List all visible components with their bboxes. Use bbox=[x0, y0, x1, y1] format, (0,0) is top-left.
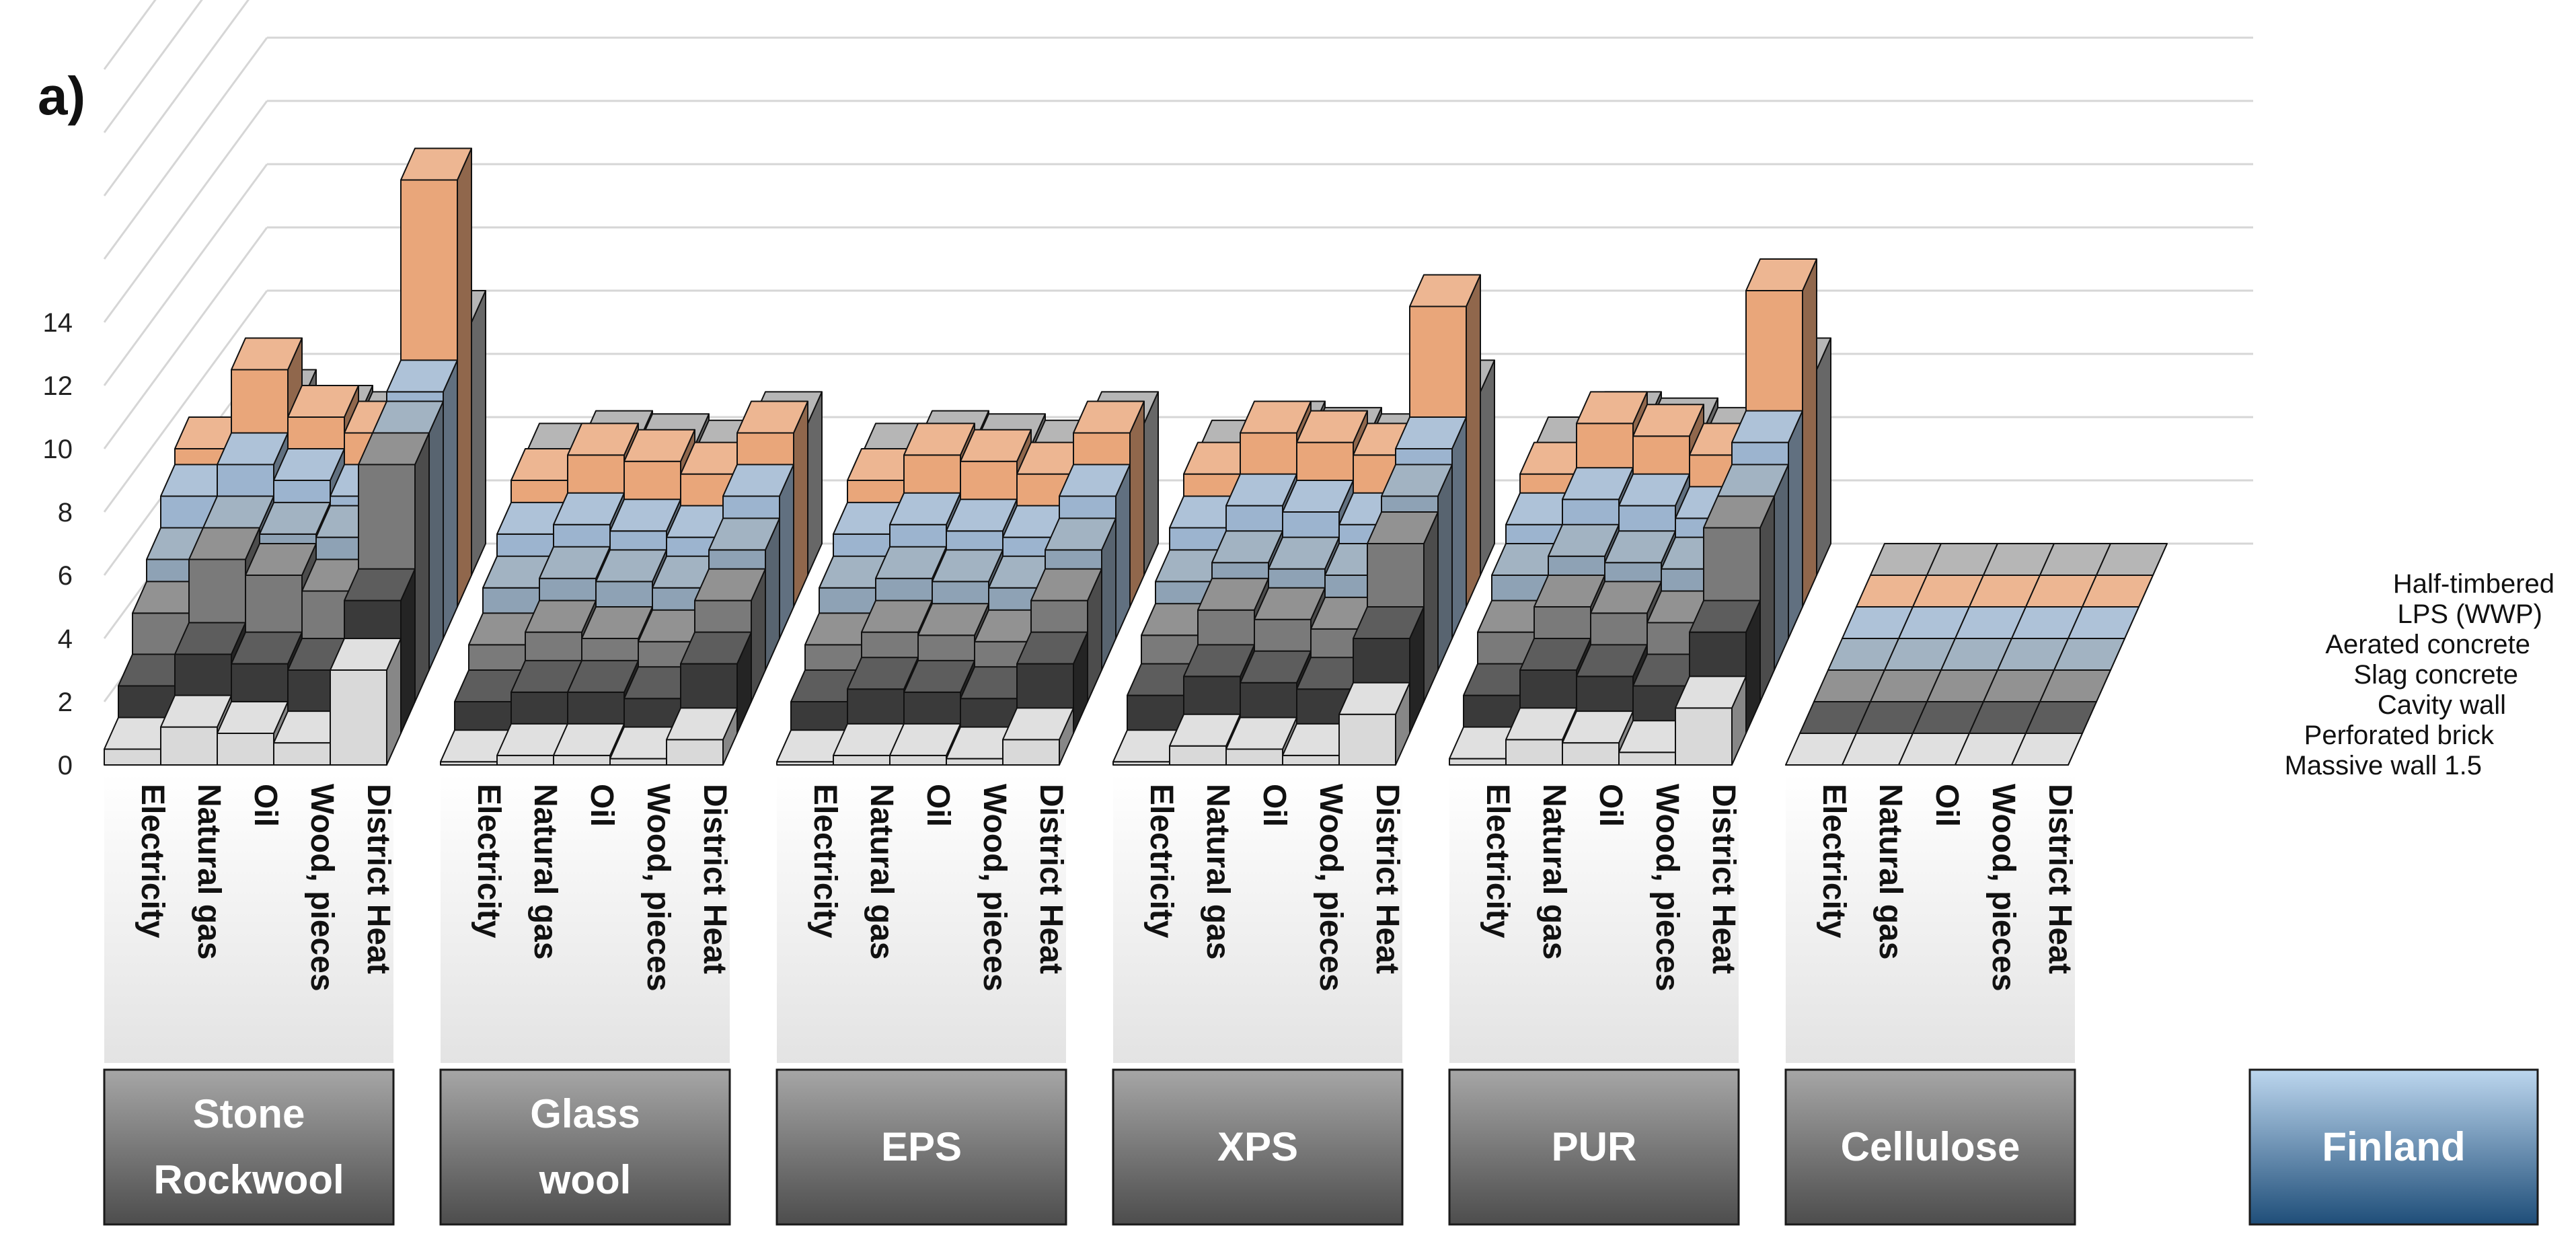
heating-label: District Heat bbox=[361, 784, 396, 974]
y-tick-label: 6 bbox=[58, 561, 73, 591]
insulation-label: Cellulose bbox=[1841, 1124, 2020, 1169]
heating-label-backdrop bbox=[104, 774, 393, 1063]
heating-label: Oil bbox=[1929, 784, 1965, 827]
gridline-left bbox=[103, 0, 250, 196]
heating-label: District Heat bbox=[2042, 784, 2078, 974]
wall-type-label: Cavity wall bbox=[2378, 690, 2506, 720]
bar bbox=[1675, 675, 1747, 766]
heating-label: Electricity bbox=[1480, 784, 1515, 939]
heating-label-backdrop bbox=[1113, 774, 1402, 1063]
gridline-left bbox=[103, 0, 203, 133]
heating-label-backdrop bbox=[777, 774, 1066, 1063]
y-tick-label: 14 bbox=[43, 308, 73, 338]
heating-label: Wood, pieces bbox=[1985, 784, 2021, 992]
y-tick-label: 0 bbox=[58, 751, 73, 780]
wall-type-label: LPS (WWP) bbox=[2397, 599, 2542, 629]
heating-label: Natural gas bbox=[1872, 784, 1908, 959]
insulation-box: XPS bbox=[1112, 1068, 1404, 1226]
heating-label-backdrop bbox=[441, 774, 730, 1063]
heating-label: Electricity bbox=[807, 784, 843, 939]
heating-label: Natural gas bbox=[864, 784, 899, 959]
bar bbox=[1505, 707, 1577, 766]
heating-label-backdrop bbox=[1449, 774, 1739, 1063]
heating-label: Wood, pieces bbox=[1649, 784, 1685, 992]
heating-label: Wood, pieces bbox=[304, 784, 340, 992]
y-tick-label: 2 bbox=[58, 688, 73, 717]
panel-label: a) bbox=[38, 66, 85, 126]
bar bbox=[553, 723, 625, 766]
heating-label: District Heat bbox=[697, 784, 732, 974]
insulation-box: PUR bbox=[1448, 1068, 1740, 1226]
heating-label: Oil bbox=[1593, 784, 1628, 827]
heating-label: Electricity bbox=[1816, 784, 1852, 939]
bar-plot-area bbox=[104, 147, 2168, 766]
insulation-label: Glass bbox=[530, 1091, 640, 1136]
gridline-left bbox=[103, 0, 157, 70]
insulation-label: Stone bbox=[193, 1091, 305, 1136]
heating-label: Electricity bbox=[471, 784, 506, 939]
heating-label: Natural gas bbox=[1200, 784, 1236, 959]
bar bbox=[2011, 733, 2083, 766]
wall-type-label: Aerated concrete bbox=[2325, 630, 2530, 659]
heating-label: Oil bbox=[248, 784, 283, 827]
insulation-label: Rockwool bbox=[153, 1157, 344, 1202]
gridline-left bbox=[103, 100, 268, 323]
gridline-left bbox=[103, 163, 268, 386]
country-label: Finland bbox=[2322, 1124, 2465, 1169]
insulation-label: EPS bbox=[881, 1124, 962, 1169]
bar bbox=[1002, 707, 1074, 766]
heating-label: District Heat bbox=[1369, 784, 1405, 974]
heating-label: Wood, pieces bbox=[640, 784, 676, 992]
insulation-label: XPS bbox=[1217, 1124, 1298, 1169]
wall-type-label: Perforated brick bbox=[2304, 721, 2495, 750]
bar bbox=[217, 701, 289, 766]
insulation-box: Glass wool bbox=[439, 1068, 731, 1226]
heating-label: Electricity bbox=[1143, 784, 1179, 939]
heating-label: Natural gas bbox=[527, 784, 563, 959]
insulation-label: PUR bbox=[1552, 1124, 1637, 1169]
y-tick-label: 4 bbox=[58, 624, 73, 654]
insulation-box: EPS bbox=[775, 1068, 1067, 1226]
gridline-left bbox=[103, 37, 268, 260]
heating-label: Wood, pieces bbox=[1313, 784, 1349, 992]
y-tick-label: 10 bbox=[43, 435, 73, 464]
wall-type-label: Slag concrete bbox=[2353, 660, 2518, 690]
bar bbox=[666, 707, 738, 766]
gridline-left bbox=[103, 290, 268, 513]
heating-label: Oil bbox=[920, 784, 956, 827]
y-tick-label: 8 bbox=[58, 498, 73, 527]
y-tick-label: 12 bbox=[43, 371, 73, 401]
bar bbox=[1632, 653, 1704, 734]
heating-label: Wood, pieces bbox=[977, 784, 1012, 992]
heating-label: Oil bbox=[1256, 784, 1292, 827]
heating-label: District Heat bbox=[1033, 784, 1069, 974]
heating-label: Natural gas bbox=[191, 784, 227, 959]
bar bbox=[330, 638, 402, 766]
heating-label: Natural gas bbox=[1536, 784, 1572, 959]
heating-label-backdrop bbox=[1786, 774, 2075, 1063]
gridline-left bbox=[103, 227, 268, 449]
heating-labels: Electricity Natural gas Oil Wood, pieces Dis… bbox=[104, 774, 2078, 1063]
heating-label: Electricity bbox=[135, 784, 170, 939]
y-axis-ticks: 0 2 4 6 8 10 12 14 bbox=[43, 308, 73, 780]
insulation-label: wool bbox=[539, 1157, 632, 1202]
heating-label: District Heat bbox=[1706, 784, 1741, 974]
wall-type-label: Half-timbered bbox=[2393, 569, 2554, 599]
country-box: Finland bbox=[2248, 1068, 2539, 1226]
wall-type-label: Massive wall 1.5 bbox=[2285, 751, 2482, 780]
heating-label: Oil bbox=[584, 784, 619, 827]
insulation-box: Cellulose bbox=[1784, 1068, 2076, 1226]
bar bbox=[1338, 682, 1410, 766]
